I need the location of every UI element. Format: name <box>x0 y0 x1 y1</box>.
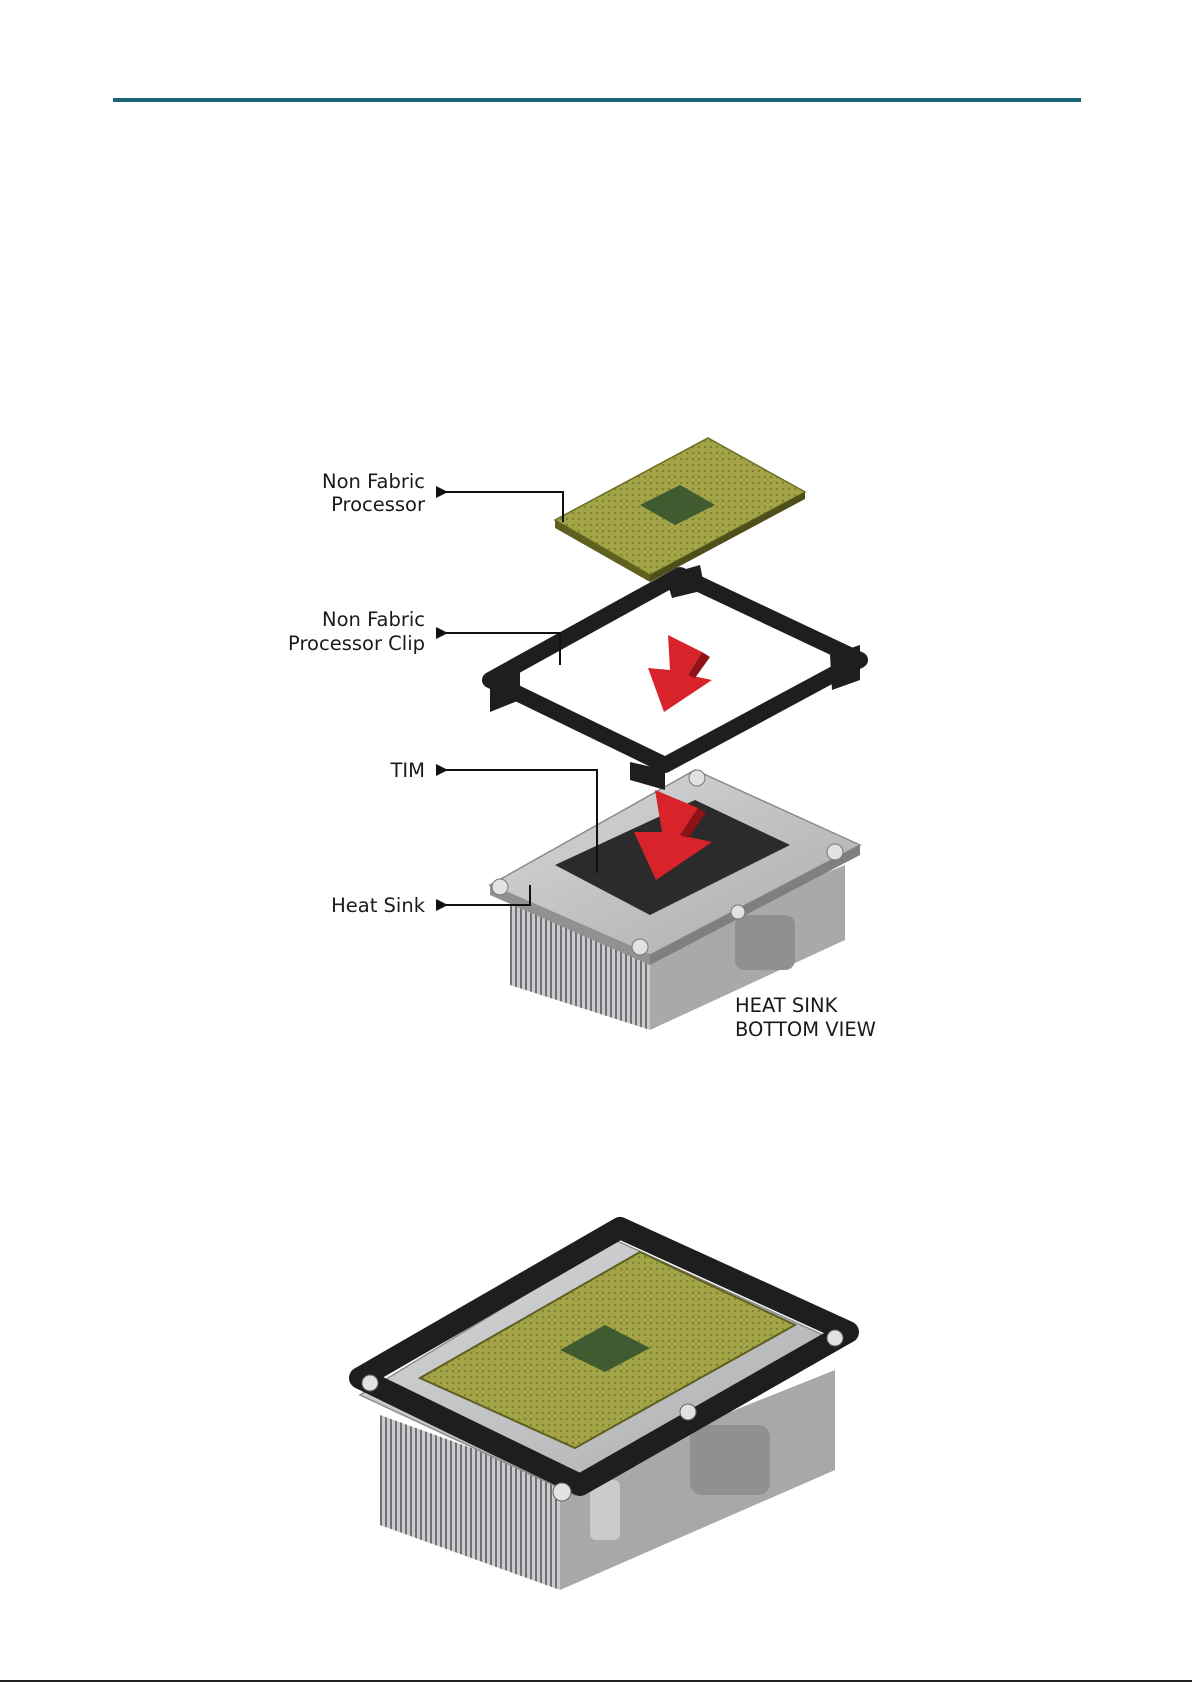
label-view-line2: BOTTOM VIEW <box>735 1018 876 1041</box>
label-processor-line1: Non Fabric <box>322 470 425 493</box>
label-tim: TIM <box>390 759 426 782</box>
assembled-heatpipe <box>690 1425 770 1495</box>
screw <box>553 1483 571 1501</box>
leader-processor <box>446 492 563 522</box>
label-processor-line2: Processor <box>331 493 426 516</box>
screw <box>492 879 508 895</box>
screw <box>680 1404 696 1420</box>
label-clip-line1: Non Fabric <box>322 608 425 631</box>
processor-exploded <box>555 438 805 582</box>
heat-sink-heatpipe <box>735 915 795 970</box>
screw <box>827 1330 843 1346</box>
screw <box>731 905 745 919</box>
footer-rule <box>0 1680 1192 1682</box>
screw <box>827 844 843 860</box>
screw <box>362 1375 378 1391</box>
label-heat-sink: Heat Sink <box>331 894 426 917</box>
screw <box>689 770 705 786</box>
screw <box>632 939 648 955</box>
label-view-line1: HEAT SINK <box>735 994 839 1017</box>
assembled-view <box>360 1228 848 1590</box>
label-clip-line2: Processor Clip <box>288 632 425 655</box>
red-down-arrow-icon <box>648 635 712 712</box>
